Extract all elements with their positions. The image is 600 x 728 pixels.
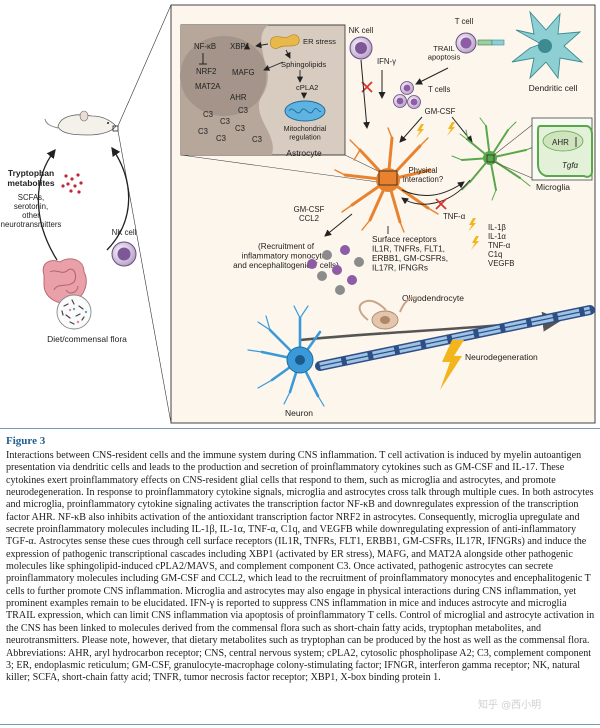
ahr-box-label: AHR [552, 138, 569, 147]
oligodendrocyte-cell [358, 296, 419, 330]
mhc-synapse [477, 39, 505, 46]
svg-text:C3: C3 [252, 135, 262, 144]
bolt-icons-top [416, 122, 455, 138]
inset-er-stress: ER stress [303, 37, 336, 46]
svg-text:C3: C3 [220, 117, 230, 126]
t-cell-top [455, 32, 477, 54]
astrocyte-cell [334, 127, 439, 233]
arrow-nk-to-brain [106, 146, 130, 251]
myelin-axon [315, 305, 595, 371]
inset-sphingolipids: Sphingolipids [281, 60, 326, 69]
svg-text:C3: C3 [198, 127, 208, 136]
astrocyte-inset [180, 24, 346, 156]
gut-icon [42, 258, 87, 304]
figure-caption: Interactions between CNS-resident cells … [6, 450, 595, 684]
inset-xbp1: XBP1 [230, 42, 250, 51]
nk-cell-left-label: NK cell [112, 228, 137, 237]
inset-nrf2: NRF2 [196, 67, 216, 76]
t-cells-label: T cells [428, 85, 450, 94]
ifn-gamma-label: IFN-γ [377, 57, 396, 66]
dendritic-cell [511, 10, 584, 80]
inhibit-x-tnf [435, 198, 447, 210]
tnf-alpha-label: TNF-α [443, 212, 466, 221]
monocyte-dots [307, 245, 364, 295]
t-cell-top-label: T cell [455, 17, 474, 26]
bolt-icons-mid [468, 218, 479, 250]
neurodegeneration-label: Neurodegeneration [465, 352, 538, 362]
gm-csf-top-label: GM-CSF [425, 107, 456, 116]
metabolite-dots [61, 173, 83, 194]
astrocyte-label: Astrocyte [286, 148, 322, 158]
mouse-icon [44, 110, 119, 136]
neurodegeneration-bolt [440, 340, 464, 390]
microglia-inset [531, 117, 593, 181]
svg-text:C3: C3 [203, 110, 213, 119]
dendritic-cell-label: Dendritic cell [529, 83, 578, 93]
svg-text:C3: C3 [238, 106, 248, 115]
figure-number: Figure 3 [6, 435, 46, 447]
svg-text:C3: C3 [216, 134, 226, 143]
neuron-cell [247, 305, 325, 407]
microglia-cell [451, 117, 537, 201]
arrow-metabolites-to-brain [37, 148, 58, 261]
nk-cell-left [111, 241, 137, 267]
microbiota-circle [56, 294, 92, 330]
tgfa-box-label: Tgfα [562, 161, 579, 170]
nk-cell-top-label: NK cell [349, 26, 374, 35]
caption-top-rule [0, 428, 600, 429]
svg-text:C3: C3 [235, 124, 245, 133]
oligodendrocyte-label: Oligodendrocyte [402, 293, 464, 303]
mitochondrion-icon [284, 100, 326, 122]
nk-cell-top [349, 36, 373, 60]
er-stress-icon [270, 34, 300, 49]
caption-bottom-rule [0, 724, 600, 725]
inset-cpla2: cPLA2 [296, 83, 318, 92]
microglia-label: Microglia [536, 182, 570, 192]
c3-cluster: C3 C3 C3 C3 C3 C3 C3 [198, 106, 262, 144]
t-cells-group [393, 81, 421, 109]
neuron-label: Neuron [285, 408, 313, 418]
watermark: 知乎 @西小明 [478, 700, 542, 711]
inset-nfkb: NF-κB [194, 42, 216, 51]
diet-label: Diet/commensal flora [47, 334, 127, 344]
inset-mat2a: MAT2A [195, 82, 221, 91]
inset-ahr: AHR [230, 93, 247, 102]
inset-mafg: MAFG [232, 68, 255, 77]
